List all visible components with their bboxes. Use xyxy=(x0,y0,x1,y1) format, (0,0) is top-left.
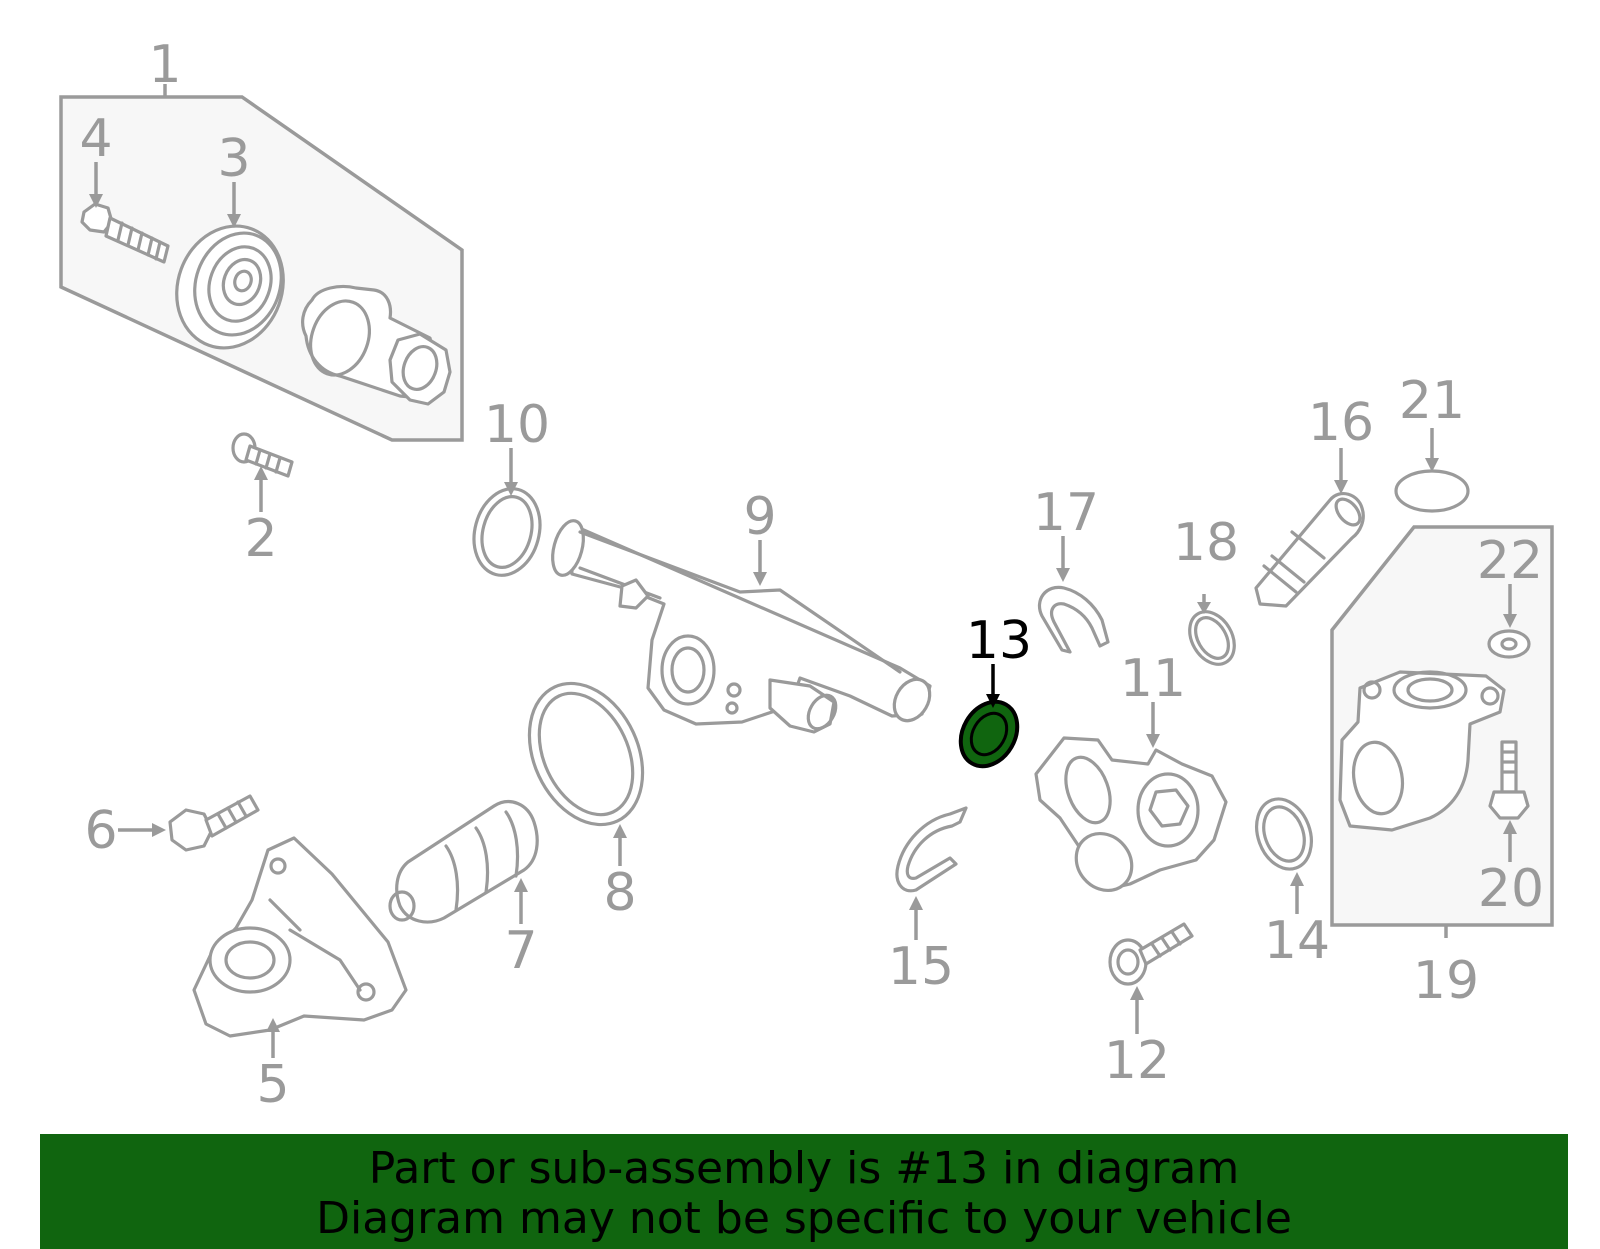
callout-10[interactable]: 10 xyxy=(484,395,550,455)
callout-11[interactable]: 11 xyxy=(1120,649,1186,709)
part-14-o-ring[interactable] xyxy=(1247,791,1320,876)
callout-17[interactable]: 17 xyxy=(1033,483,1099,543)
callout-4[interactable]: 4 xyxy=(79,109,112,169)
part-10-o-ring[interactable] xyxy=(465,481,550,583)
part-17-clip[interactable] xyxy=(1037,585,1110,654)
callout-1[interactable]: 1 xyxy=(148,35,181,95)
banner-line-2: Diagram may not be specific to your vehi… xyxy=(316,1193,1292,1244)
callout-3[interactable]: 3 xyxy=(217,129,250,189)
callout-9[interactable]: 9 xyxy=(743,487,776,547)
callout-21[interactable]: 21 xyxy=(1399,371,1465,431)
part-2-bolt[interactable] xyxy=(231,432,294,478)
callout-12[interactable]: 12 xyxy=(1104,1031,1170,1091)
part-12-bolt[interactable] xyxy=(1108,922,1194,986)
callout-15[interactable]: 15 xyxy=(888,937,954,997)
part-3-pulley[interactable] xyxy=(160,211,300,363)
callout-labels: 1 2 3 4 5 6 7 8 9 10 11 12 13 14 15 16 1… xyxy=(79,35,1544,1115)
part-19-housing[interactable] xyxy=(1338,670,1506,832)
part-13-seal[interactable] xyxy=(949,692,1028,777)
callout-14[interactable]: 14 xyxy=(1264,911,1330,971)
banner-line-1: Part or sub-assembly is #13 in diagram xyxy=(368,1143,1240,1194)
leader-lines xyxy=(89,162,1517,1058)
part-18-o-ring[interactable] xyxy=(1181,604,1244,672)
part-9-water-outlet[interactable] xyxy=(547,517,937,734)
info-banner: Part or sub-assembly is #13 in diagram D… xyxy=(40,1134,1568,1249)
part-6-bolt[interactable] xyxy=(168,794,260,852)
callout-2[interactable]: 2 xyxy=(244,509,277,569)
callout-13-selected[interactable]: 13 xyxy=(966,611,1032,671)
callout-6[interactable]: 6 xyxy=(84,801,117,861)
callout-5[interactable]: 5 xyxy=(256,1055,289,1115)
callout-20[interactable]: 20 xyxy=(1478,859,1544,919)
part-1-tensioner[interactable] xyxy=(301,284,452,406)
part-7-thermostat[interactable] xyxy=(388,800,539,924)
part-8-gasket[interactable] xyxy=(508,665,665,843)
part-20-bolt[interactable] xyxy=(1488,740,1530,820)
part-5-flange[interactable] xyxy=(192,836,408,1038)
part-15-clip[interactable] xyxy=(895,806,968,893)
part-11-water-inlet[interactable] xyxy=(1034,736,1228,902)
callout-19[interactable]: 19 xyxy=(1413,951,1479,1011)
callout-16[interactable]: 16 xyxy=(1308,393,1374,453)
callout-7[interactable]: 7 xyxy=(504,921,537,981)
part-16-sensor[interactable] xyxy=(1254,491,1365,608)
callout-18[interactable]: 18 xyxy=(1173,513,1239,573)
part-22-washer[interactable] xyxy=(1487,629,1531,659)
callout-22[interactable]: 22 xyxy=(1477,531,1543,591)
part-21-o-ring[interactable] xyxy=(1394,469,1470,513)
callout-8[interactable]: 8 xyxy=(603,863,636,923)
